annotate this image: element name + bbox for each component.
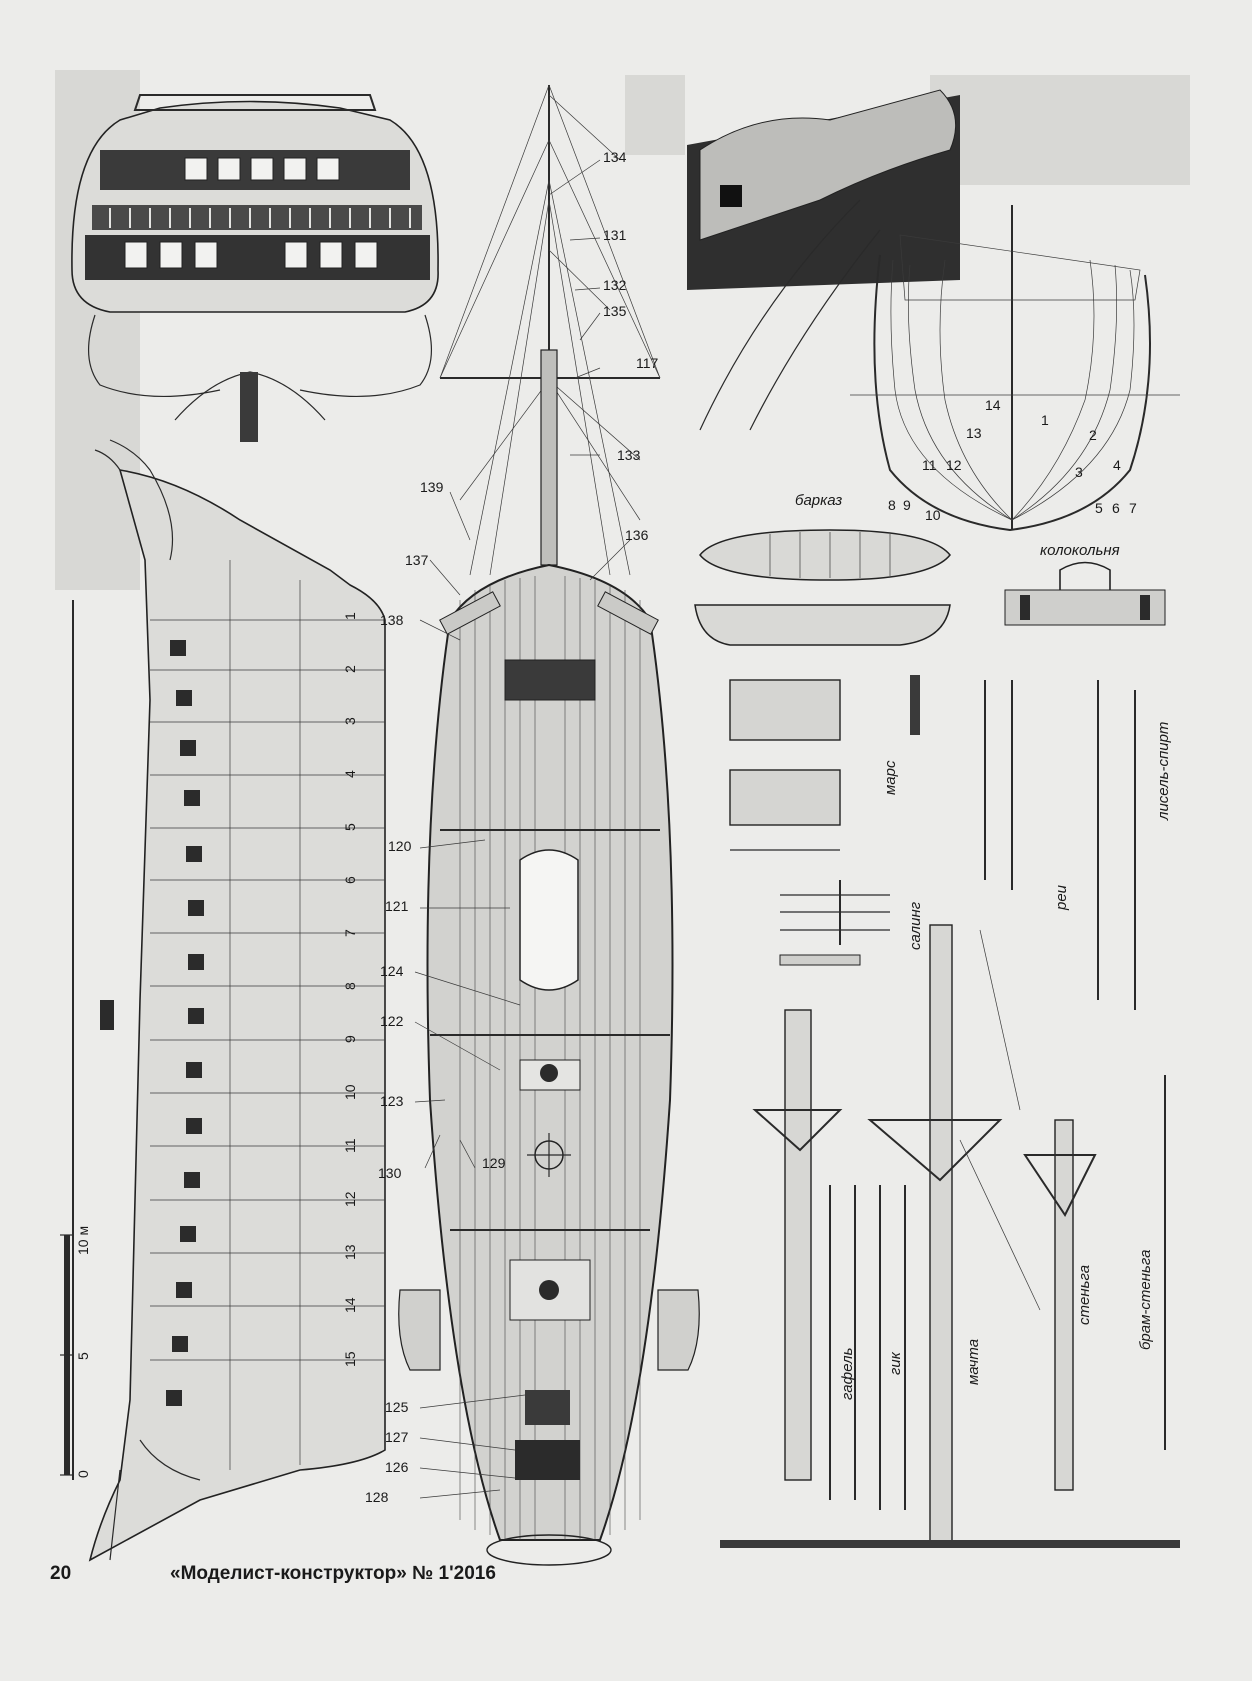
frame-number-11: 11 bbox=[342, 1138, 358, 1153]
caption-kolokolnya: колокольня bbox=[1040, 542, 1120, 559]
caption-machta: мачта bbox=[965, 1339, 982, 1385]
callout-labels: 134 131 132 135 117 133 139 136 137 138 … bbox=[365, 149, 659, 1505]
frame-number-1: 1 bbox=[342, 612, 358, 620]
body-plan-number-12: 12 bbox=[946, 457, 962, 473]
page-number: 20 bbox=[50, 1563, 72, 1584]
frame-number-labels: 1 2 3 4 5 6 7 8 9 10 11 12 13 14 15 bbox=[342, 612, 358, 1367]
body-plan-number-9: 9 bbox=[903, 497, 911, 513]
callout-137: 137 bbox=[405, 552, 429, 568]
callout-126: 126 bbox=[385, 1459, 409, 1475]
caption-barkaz: барказ bbox=[795, 492, 842, 509]
body-plan-number-2: 2 bbox=[1089, 427, 1097, 443]
frame-number-5: 5 bbox=[342, 823, 358, 831]
frame-number-15: 15 bbox=[342, 1351, 358, 1367]
frame-number-3: 3 bbox=[342, 717, 358, 725]
callout-123: 123 bbox=[380, 1093, 404, 1109]
body-plan: 1 2 3 4 5 6 7 8 9 10 11 12 13 14 bbox=[850, 205, 1180, 532]
caption-stenga: стеньга bbox=[1076, 1265, 1093, 1325]
callout-135: 135 bbox=[603, 303, 627, 319]
callout-131: 131 bbox=[603, 227, 627, 243]
body-plan-number-8: 8 bbox=[888, 497, 896, 513]
masts-detail: гафель гик мачта стеньга брам-стеньга bbox=[720, 924, 1180, 1548]
caption-mars: марс bbox=[882, 760, 899, 795]
scale-tick-0: 0 bbox=[75, 1470, 91, 1478]
longboat-detail: барказ bbox=[694, 492, 951, 646]
body-plan-number-14: 14 bbox=[985, 397, 1001, 413]
caption-gik: гик bbox=[887, 1351, 904, 1375]
callout-124: 124 bbox=[380, 963, 404, 979]
callout-129: 129 bbox=[482, 1155, 506, 1171]
callout-128: 128 bbox=[365, 1489, 389, 1505]
helm-wheel bbox=[527, 1133, 571, 1177]
caption-rei: реи bbox=[1053, 884, 1070, 911]
deck-plan bbox=[398, 84, 700, 1566]
body-plan-number-10: 10 bbox=[925, 507, 941, 523]
frame-number-7: 7 bbox=[342, 929, 358, 937]
body-plan-number-4: 4 bbox=[1113, 457, 1121, 473]
body-plan-number-3: 3 bbox=[1075, 464, 1083, 480]
frame-number-9: 9 bbox=[342, 1035, 358, 1043]
callout-132: 132 bbox=[603, 277, 627, 293]
frame-number-8: 8 bbox=[342, 982, 358, 990]
journal-title: «Моделист-конструктор» № 1'2016 bbox=[170, 1563, 496, 1584]
callout-125: 125 bbox=[385, 1399, 409, 1415]
frame-number-14: 14 bbox=[342, 1297, 358, 1313]
callout-139: 139 bbox=[420, 479, 444, 495]
frame-number-6: 6 bbox=[342, 876, 358, 884]
body-plan-number-6: 6 bbox=[1112, 500, 1120, 516]
callout-138: 138 bbox=[380, 612, 404, 628]
callout-122: 122 bbox=[380, 1013, 404, 1029]
callout-121: 121 bbox=[385, 898, 409, 914]
frame-number-2: 2 bbox=[342, 665, 358, 673]
callout-127: 127 bbox=[385, 1429, 409, 1445]
bow-detail bbox=[687, 89, 960, 431]
frame-number-12: 12 bbox=[342, 1191, 358, 1207]
body-plan-number-1: 1 bbox=[1041, 412, 1049, 428]
callout-117: 117 bbox=[636, 355, 659, 371]
frame-number-4: 4 bbox=[342, 770, 358, 778]
scale-tick-5: 5 bbox=[75, 1352, 91, 1360]
scale-tick-10: 10 м bbox=[75, 1226, 91, 1255]
yards-detail: реи лисель-спирт bbox=[984, 680, 1172, 1010]
saling-detail: салинг bbox=[779, 880, 924, 966]
caption-saling: салинг bbox=[907, 901, 924, 950]
caption-gafel: гафель bbox=[839, 1347, 856, 1400]
body-plan-numbers: 1 2 3 4 5 6 7 8 9 10 11 12 13 14 bbox=[888, 397, 1137, 523]
callout-134: 134 bbox=[603, 149, 627, 165]
belfry-detail: колокольня bbox=[1004, 542, 1166, 626]
side-profile bbox=[72, 439, 386, 1562]
scale-bar: 0 5 10 м bbox=[60, 1226, 91, 1478]
frame-number-10: 10 bbox=[342, 1084, 358, 1100]
callout-120: 120 bbox=[388, 838, 412, 854]
caption-bram-stenga: брам-стеньга bbox=[1137, 1250, 1154, 1350]
callout-133: 133 bbox=[617, 447, 641, 463]
body-plan-number-7: 7 bbox=[1129, 500, 1137, 516]
body-plan-number-11: 11 bbox=[922, 457, 937, 473]
body-plan-number-13: 13 bbox=[966, 425, 982, 441]
callout-lines bbox=[414, 159, 631, 1499]
callout-130: 130 bbox=[378, 1165, 402, 1181]
frame-number-13: 13 bbox=[342, 1244, 358, 1260]
body-plan-number-5: 5 bbox=[1095, 500, 1103, 516]
caption-lisel-spirt: лисель-спирт bbox=[1155, 722, 1172, 821]
callout-136: 136 bbox=[625, 527, 649, 543]
stern-view bbox=[71, 94, 439, 442]
mars-detail: марс bbox=[729, 675, 920, 851]
